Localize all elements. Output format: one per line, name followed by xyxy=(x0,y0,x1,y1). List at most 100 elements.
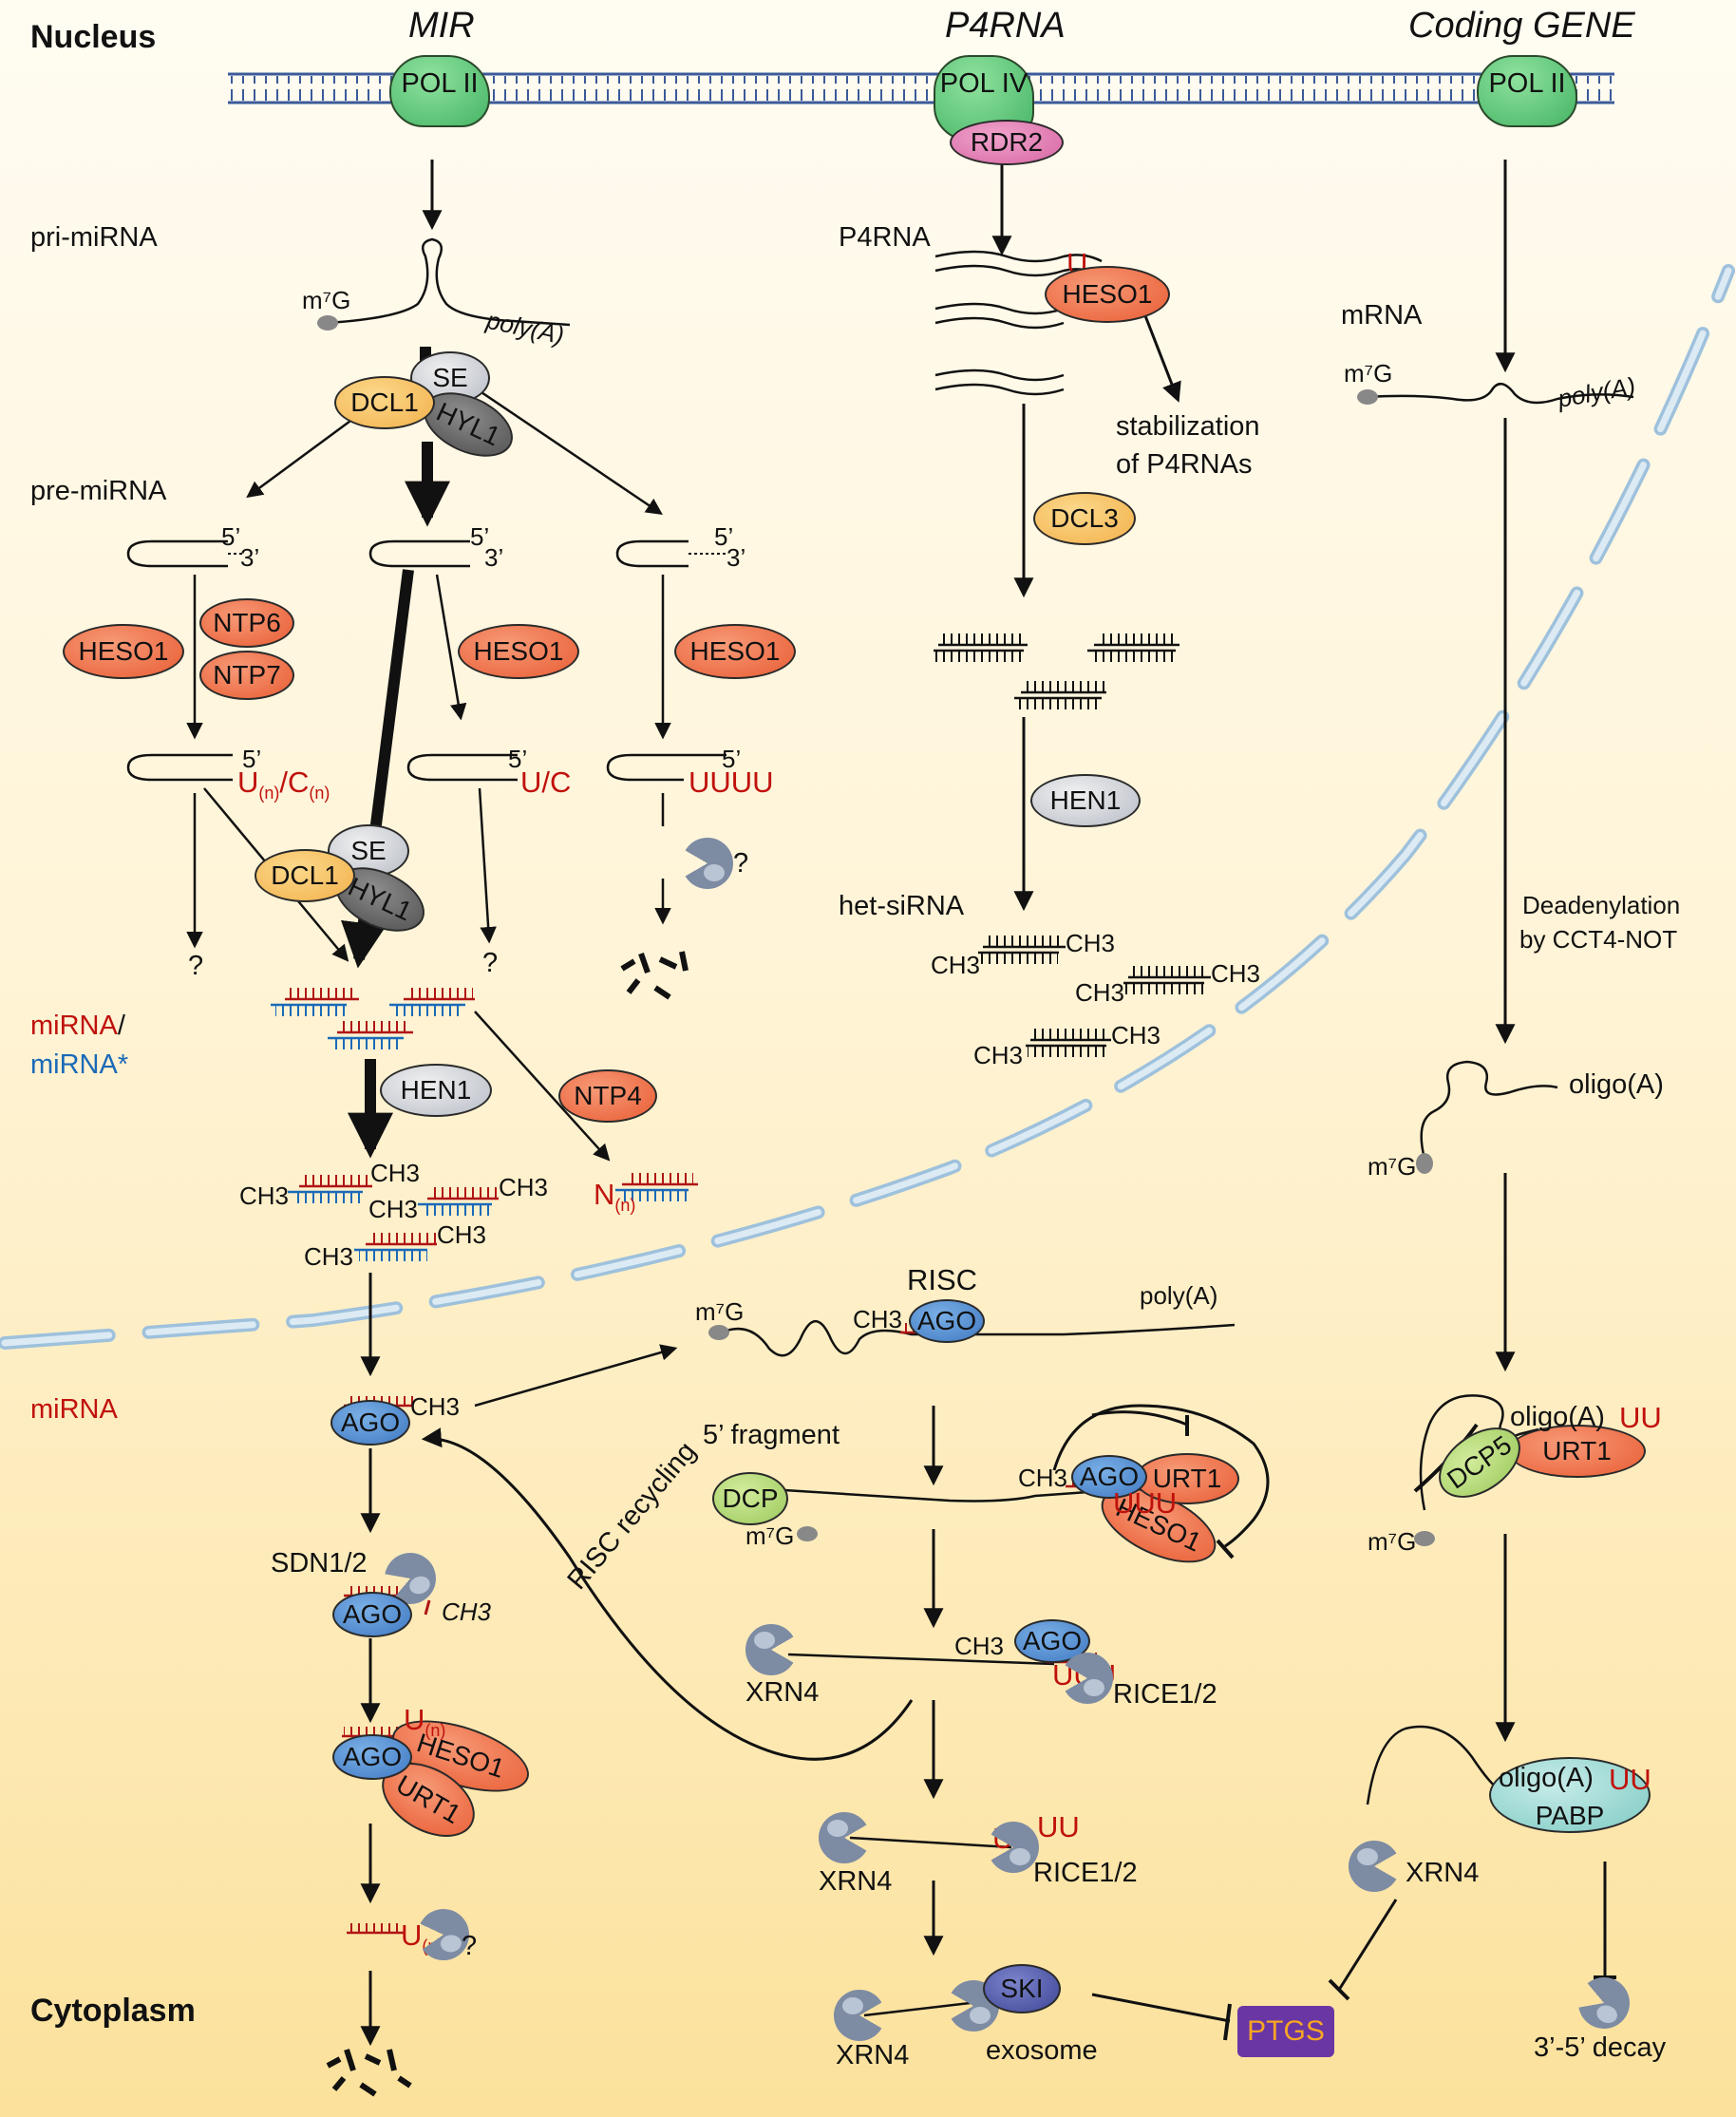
oligo-a-label-2: oligo(A) xyxy=(1510,1402,1605,1432)
ch3-r2: CH3 xyxy=(1018,1464,1068,1492)
sdn-label: SDN1/2 xyxy=(271,1548,368,1578)
p4rna-column-title: P4RNA xyxy=(945,6,1066,46)
rdr2-protein: RDR2 xyxy=(950,120,1064,165)
deadenylation-label-1: Deadenylation xyxy=(1522,891,1681,919)
question-1: ? xyxy=(733,848,749,879)
ch3-p4: CH3 xyxy=(1075,978,1125,1007)
dcp-protein: DCP xyxy=(712,1472,788,1525)
pabp-protein: PABP xyxy=(1489,1757,1651,1833)
xrn4-label-1: XRN4 xyxy=(745,1677,820,1708)
mrna-label: mRNA xyxy=(1341,300,1423,331)
ch3-p2: CH3 xyxy=(931,951,981,979)
mirna-legend: miRNA/ xyxy=(30,1011,125,1041)
ch3-2: CH3 xyxy=(239,1181,290,1210)
ago-protein-risc: AGO xyxy=(909,1299,985,1343)
mir-column-title: MIR xyxy=(408,6,475,46)
ch3-p6: CH3 xyxy=(973,1041,1024,1069)
pri-mirna-label: pri-miRNA xyxy=(30,222,158,253)
ch3-p5: CH3 xyxy=(1111,1021,1161,1049)
u-n-c-n-label: U(n)/C(n) xyxy=(237,766,330,803)
five-prime-3: 5’ xyxy=(714,522,734,551)
ch3-r3: CH3 xyxy=(954,1632,1005,1660)
ch3-1: CH3 xyxy=(370,1159,421,1187)
ago-protein-3: AGO xyxy=(332,1734,412,1780)
ski-protein: SKI xyxy=(983,1964,1061,2013)
hen1-protein: HEN1 xyxy=(380,1064,492,1117)
m7g-risc: m⁷G xyxy=(695,1297,745,1326)
ch3-4: CH3 xyxy=(368,1195,419,1223)
xrn4-icon-1 xyxy=(745,1624,797,1675)
xrn4-label-3: XRN4 xyxy=(836,2040,910,2070)
ch3-5: CH3 xyxy=(437,1220,487,1249)
m7g-cap-label: m⁷G xyxy=(302,286,351,314)
het-sirna-label: het-siRNA xyxy=(839,891,965,921)
sirna-duplexes xyxy=(934,633,1211,1057)
stabilization-label-1: stabilization xyxy=(1116,411,1260,442)
ch3-p3: CH3 xyxy=(1211,959,1261,988)
rice-label-1: RICE1/2 xyxy=(1113,1679,1217,1710)
uuuu-label: UUUU xyxy=(689,766,774,799)
stabilization-label-2: of P4RNAs xyxy=(1116,449,1253,480)
exonuclease-icon xyxy=(682,838,733,889)
heso1-protein-1: HESO1 xyxy=(63,624,184,679)
cytoplasm-label: Cytoplasm xyxy=(30,1993,196,2029)
m7g-oligo: m⁷G xyxy=(1368,1152,1417,1181)
ch3-r1: CH3 xyxy=(853,1305,903,1333)
rice-icon-1 xyxy=(1062,1653,1113,1704)
decay-label: 3’-5’ decay xyxy=(1534,2032,1667,2063)
pre-mirna-label: pre-miRNA xyxy=(30,476,167,506)
pol-ii-mir: POL II xyxy=(389,55,490,127)
ptgs-box: PTGS xyxy=(1237,2006,1334,2057)
heso1-protein-3: HESO1 xyxy=(674,624,796,679)
dcl1-protein: DCL1 xyxy=(334,376,435,429)
hen1-protein-p4: HEN1 xyxy=(1030,774,1141,827)
ch3-6: CH3 xyxy=(304,1242,354,1271)
xrn4-label-4: XRN4 xyxy=(1406,1858,1480,1888)
uuu-label-1: UUU xyxy=(1113,1486,1178,1520)
oligo-a-mrna xyxy=(1420,1060,1558,1160)
risc-label: RISC xyxy=(907,1263,978,1296)
ago-protein-4: AGO xyxy=(1071,1455,1147,1499)
oligo-a-label-1: oligo(A) xyxy=(1569,1069,1664,1100)
xrn4-icon-4 xyxy=(1349,1841,1400,1892)
uu-label-2: UU xyxy=(1609,1763,1651,1796)
five-fragment-label: 5’ fragment xyxy=(703,1420,840,1450)
u-c-label: U/C xyxy=(520,766,572,799)
urt1-protein-3: URT1 xyxy=(1508,1425,1646,1478)
mrna-molecule xyxy=(1367,383,1634,405)
degradation-fragments-2 xyxy=(326,2049,412,2097)
urt1-protein-2: URT1 xyxy=(1135,1453,1239,1504)
xrn4-icon-2 xyxy=(819,1812,870,1863)
mirna-label: miRNA xyxy=(30,1394,118,1425)
m7g-dcp5: m⁷G xyxy=(1368,1527,1417,1556)
target-mrna xyxy=(721,1320,1236,1357)
p4rna-label: P4RNA xyxy=(839,222,931,253)
dcl3-protein: DCL3 xyxy=(1033,492,1136,545)
rice-label-2: RICE1/2 xyxy=(1033,1858,1138,1888)
pol-iv: POL IV xyxy=(934,55,1034,141)
m7g-dcp: m⁷G xyxy=(745,1522,795,1550)
ago-protein-2: AGO xyxy=(332,1592,412,1637)
five-prime-5: 5’ xyxy=(508,745,528,773)
oligo-a-label-3: oligo(A) xyxy=(1499,1763,1594,1793)
ch3-3: CH3 xyxy=(499,1173,549,1201)
uu-label-rice: UU xyxy=(1037,1810,1080,1843)
xrn4-icon-3 xyxy=(834,1990,885,2041)
nucleus-label: Nucleus xyxy=(30,19,157,55)
coding-gene-column-title: Coding GENE xyxy=(1408,6,1635,46)
three-prime-1: 3’ xyxy=(240,543,260,572)
ch3-8: CH3 xyxy=(442,1597,492,1626)
question-3: ? xyxy=(482,948,499,978)
ntp4-protein: NTP4 xyxy=(558,1069,657,1123)
heso1-protein-p4: HESO1 xyxy=(1045,266,1170,323)
u-n-label-2: U(n) xyxy=(404,1703,446,1741)
uu-label-1: UU xyxy=(1619,1401,1662,1434)
ch3-7: CH3 xyxy=(410,1392,461,1421)
p4rna-strands xyxy=(934,250,1103,396)
ntp6-protein: NTP6 xyxy=(199,598,294,648)
question-2: ? xyxy=(188,951,204,981)
rice-icon-2 xyxy=(988,1822,1039,1873)
three-prime-3: 3’ xyxy=(726,543,746,572)
